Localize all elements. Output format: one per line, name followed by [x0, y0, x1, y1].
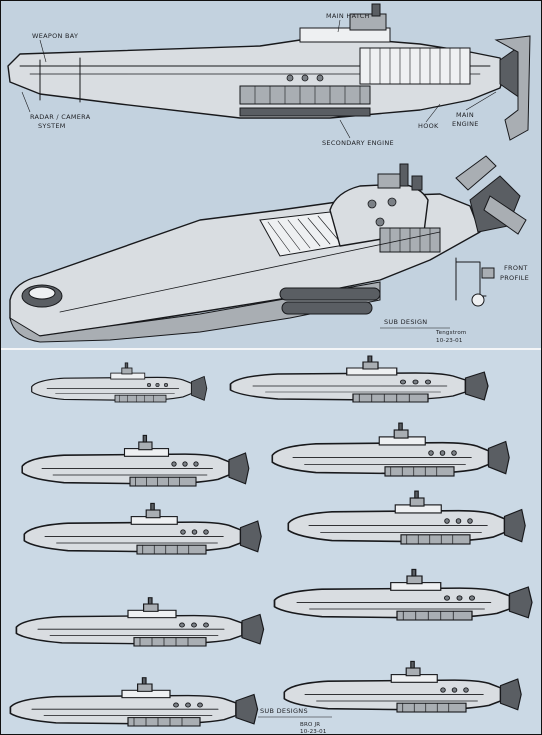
callout-secondary-engine: SECONDARY ENGINE — [322, 139, 394, 147]
callout-front-profile-line2: PROFILE — [500, 274, 529, 282]
callout-main-engine-line2: ENGINE — [452, 120, 479, 128]
top-signature: Tengstrom — [435, 330, 466, 336]
callout-radar-camera-line1: RADAR / CAMERA — [30, 113, 91, 121]
elevation-callouts: WEAPON BAY MAIN HATCH RADAR / CAMERA SYS… — [21, 12, 497, 147]
callout-radar-camera-line2: SYSTEM — [38, 122, 66, 130]
callout-main-hatch: MAIN HATCH — [326, 12, 370, 20]
top-sheet-caption: SUB DESIGN Tengstrom 10-23-01 — [380, 318, 466, 344]
submarine-side-elevation — [7, 3, 531, 141]
callout-weapon-bay: WEAPON BAY — [32, 32, 78, 40]
bottom-caption: SUB DESIGNS — [260, 707, 308, 715]
top-caption: SUB DESIGN — [384, 318, 427, 326]
callout-hook: HOOK — [418, 122, 439, 130]
callout-front-profile-line1: FRONT — [504, 264, 528, 272]
bottom-sheet-caption: SUB DESIGNS BRO JR 10-23-01 — [258, 707, 332, 735]
bottom-date: 10-23-01 — [300, 729, 327, 735]
top-date: 10-23-01 — [436, 338, 463, 344]
submarine-perspective-view — [9, 155, 527, 343]
front-profile-sketch: FRONT PROFILE — [455, 257, 529, 307]
callout-main-engine-line1: MAIN — [456, 111, 474, 119]
bottom-signature: BRO JR — [300, 722, 320, 728]
